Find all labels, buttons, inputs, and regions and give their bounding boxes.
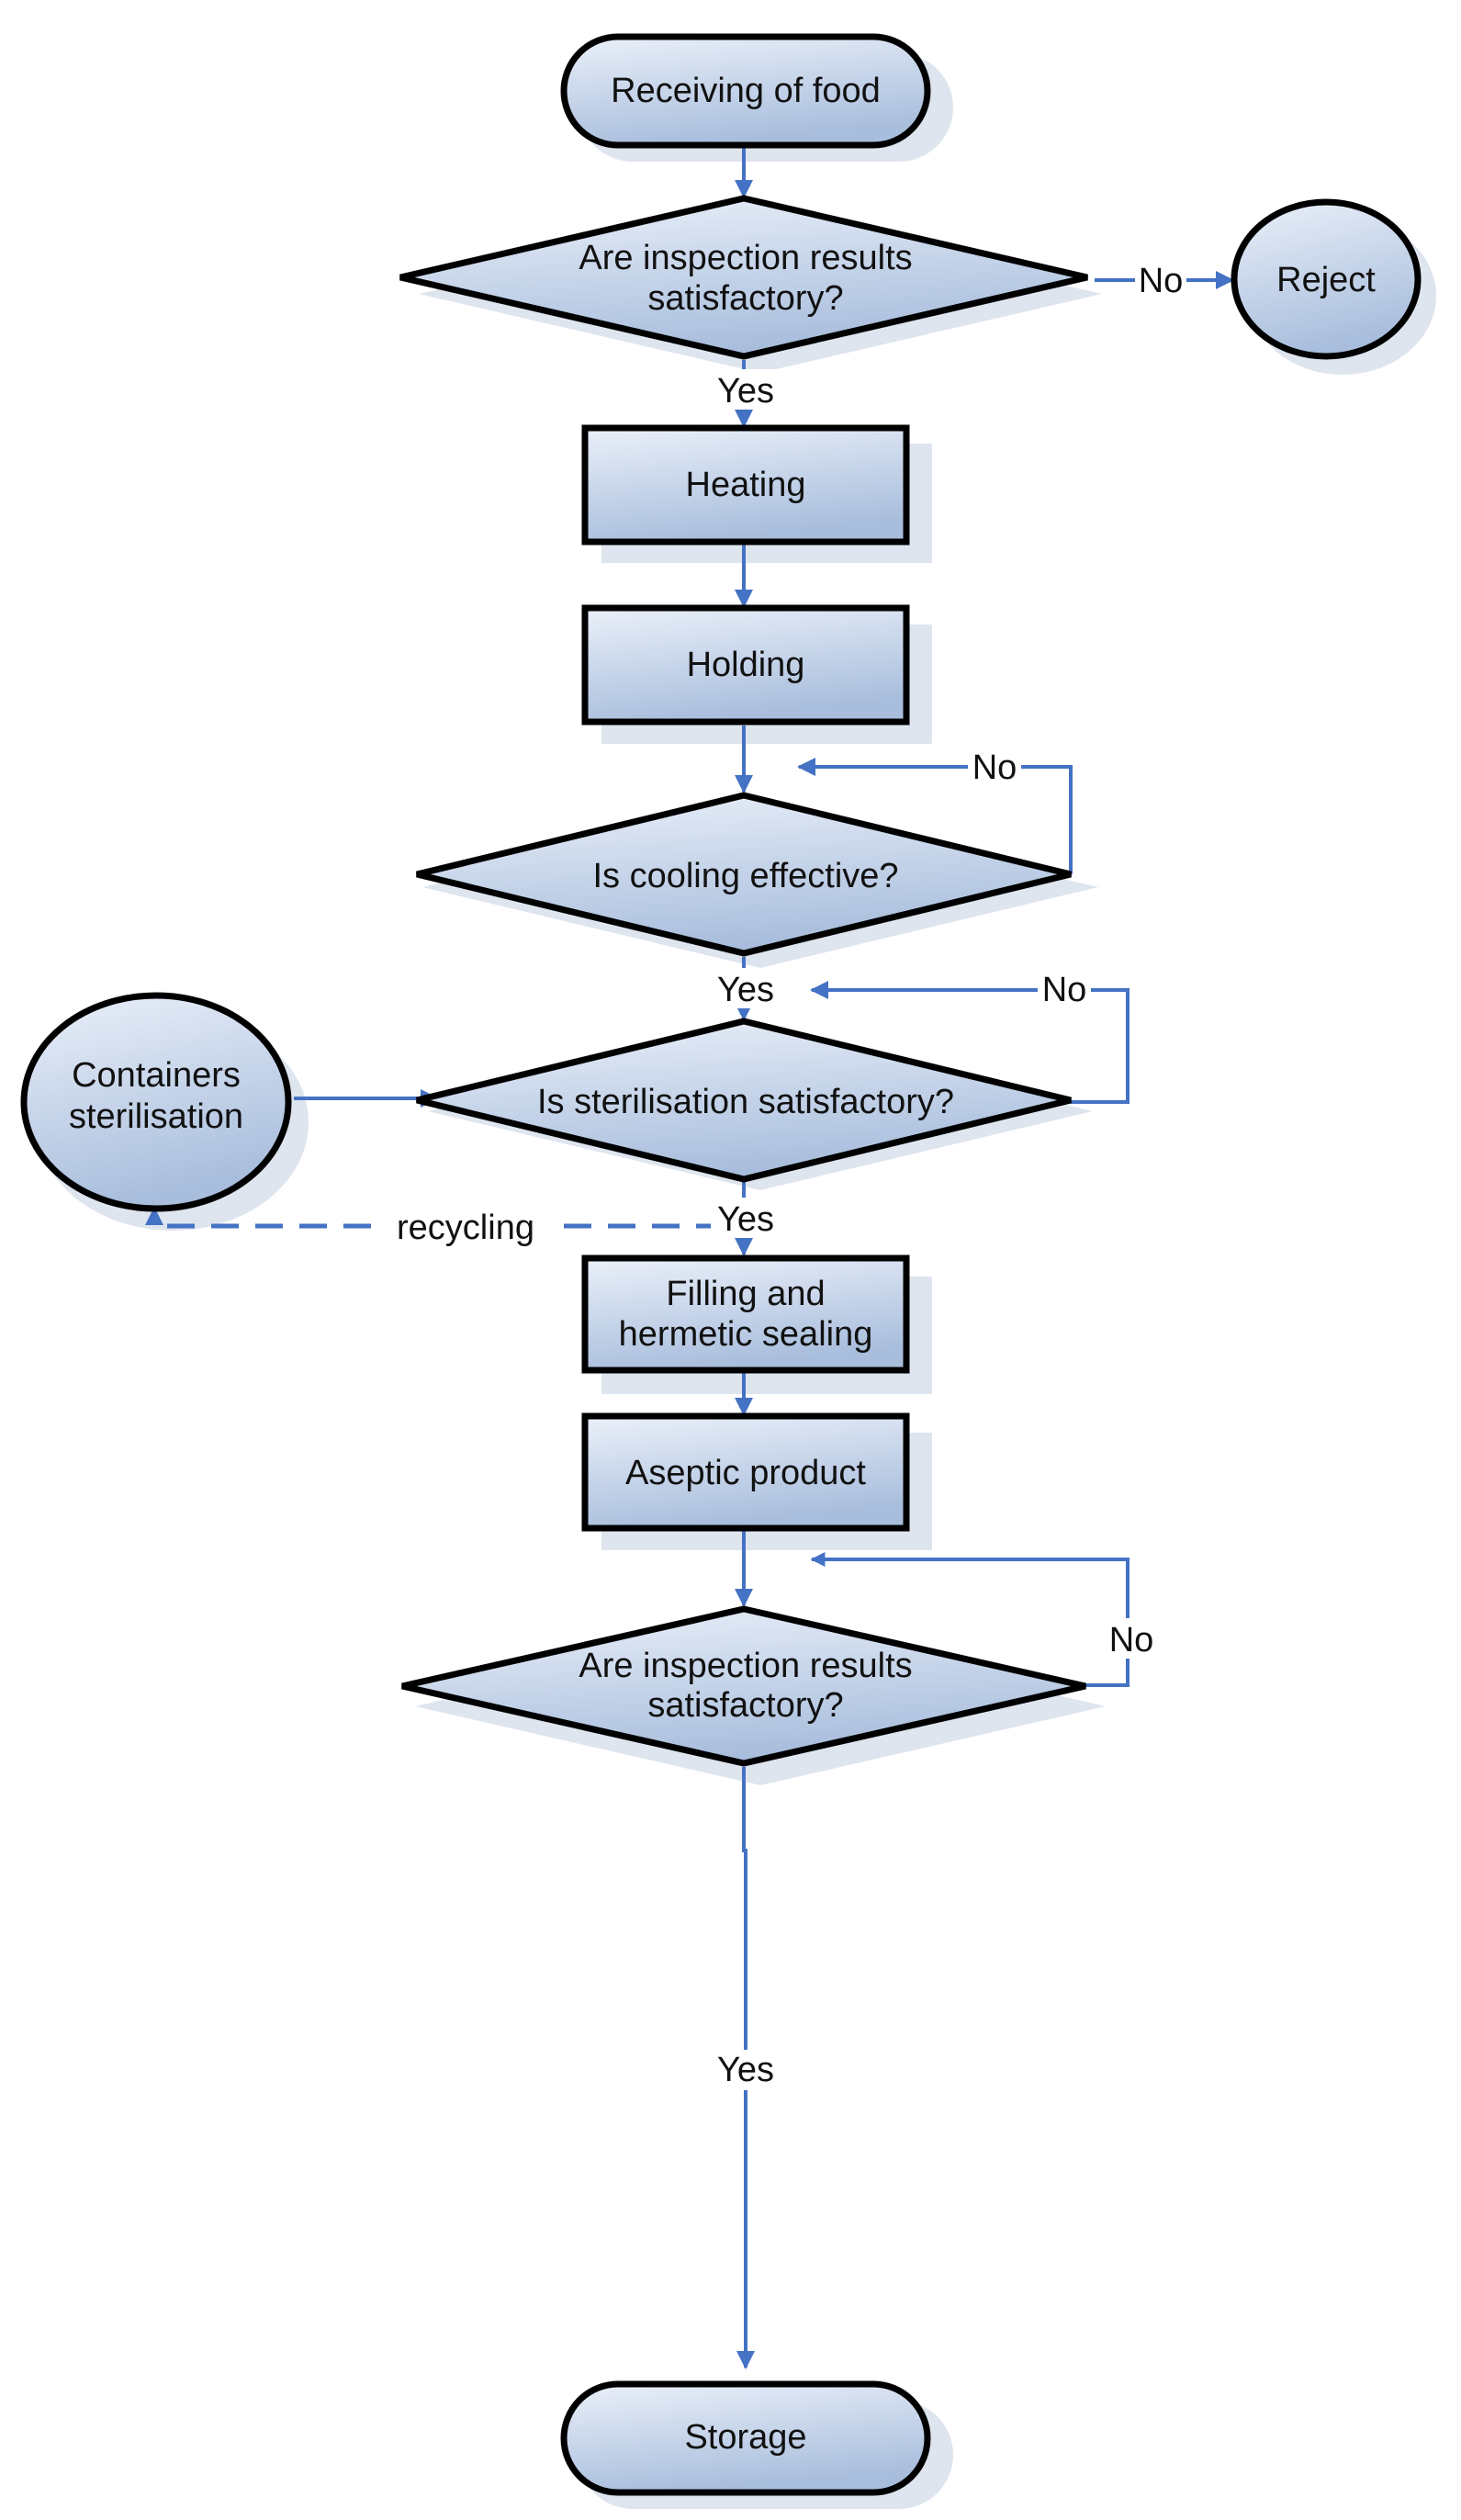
- storage-terminator: [560, 2380, 931, 2496]
- cooling-yes-label: Yes: [717, 971, 774, 1009]
- start-label: Receiving of food: [611, 72, 881, 110]
- inspection1-decision: [399, 195, 1088, 360]
- inspection1-yes-label: Yes: [717, 372, 774, 411]
- cooling-label: Is cooling effective?: [592, 857, 898, 895]
- heating-process: [581, 424, 910, 546]
- edge-inspection2-to-storage: [736, 1767, 755, 2369]
- cooling-no-label: No: [972, 748, 1017, 787]
- nodes: [20, 33, 1422, 2496]
- heating-label: Heating: [686, 466, 806, 504]
- storage-label: Storage: [684, 2418, 806, 2457]
- sterilisation-label: Is sterilisation satisfactory?: [537, 1083, 954, 1121]
- containers-sterilisation-node: [20, 992, 292, 1212]
- sterilisation-decision: [416, 1018, 1072, 1183]
- aseptic-label: Aseptic product: [625, 1454, 866, 1492]
- edge-labels: No Yes No Yes No Yes recycling No Yes: [380, 259, 1186, 2090]
- inspection1-no-label: No: [1139, 262, 1184, 300]
- inspection2-label-line1: Are inspection results: [579, 1647, 912, 1685]
- containers-label-line1: Containers: [72, 1056, 241, 1095]
- sterilisation-yes-label: Yes: [717, 1200, 774, 1239]
- inspection1-label-line2: satisfactory?: [647, 279, 843, 318]
- filling-label-line1: Filling and: [666, 1275, 825, 1313]
- inspection2-no-label: No: [1109, 1621, 1154, 1659]
- node-labels: Receiving of food Are inspection results…: [69, 72, 1376, 2457]
- cooling-decision: [416, 792, 1072, 957]
- edge-sterilisation-no-loop: [810, 981, 1129, 1104]
- edge-cooling-no-loop: [797, 758, 1073, 874]
- filling-process: [581, 1254, 910, 1374]
- filling-label-line2: hermetic sealing: [619, 1315, 873, 1354]
- recycling-label: recycling: [397, 1209, 534, 1247]
- reject-terminator: [1231, 198, 1422, 360]
- holding-label: Holding: [687, 646, 805, 684]
- aseptic-process: [581, 1412, 910, 1532]
- start-terminator: [560, 33, 931, 149]
- inspection2-label-line2: satisfactory?: [647, 1686, 843, 1725]
- inspection2-yes-label: Yes: [717, 2051, 774, 2089]
- inspection1-label-line1: Are inspection results: [579, 239, 912, 277]
- reject-label: Reject: [1276, 261, 1376, 299]
- sterilisation-no-label: No: [1042, 971, 1087, 1009]
- holding-process: [581, 604, 910, 726]
- inspection2-decision: [401, 1605, 1086, 1767]
- containers-label-line2: sterilisation: [69, 1097, 243, 1136]
